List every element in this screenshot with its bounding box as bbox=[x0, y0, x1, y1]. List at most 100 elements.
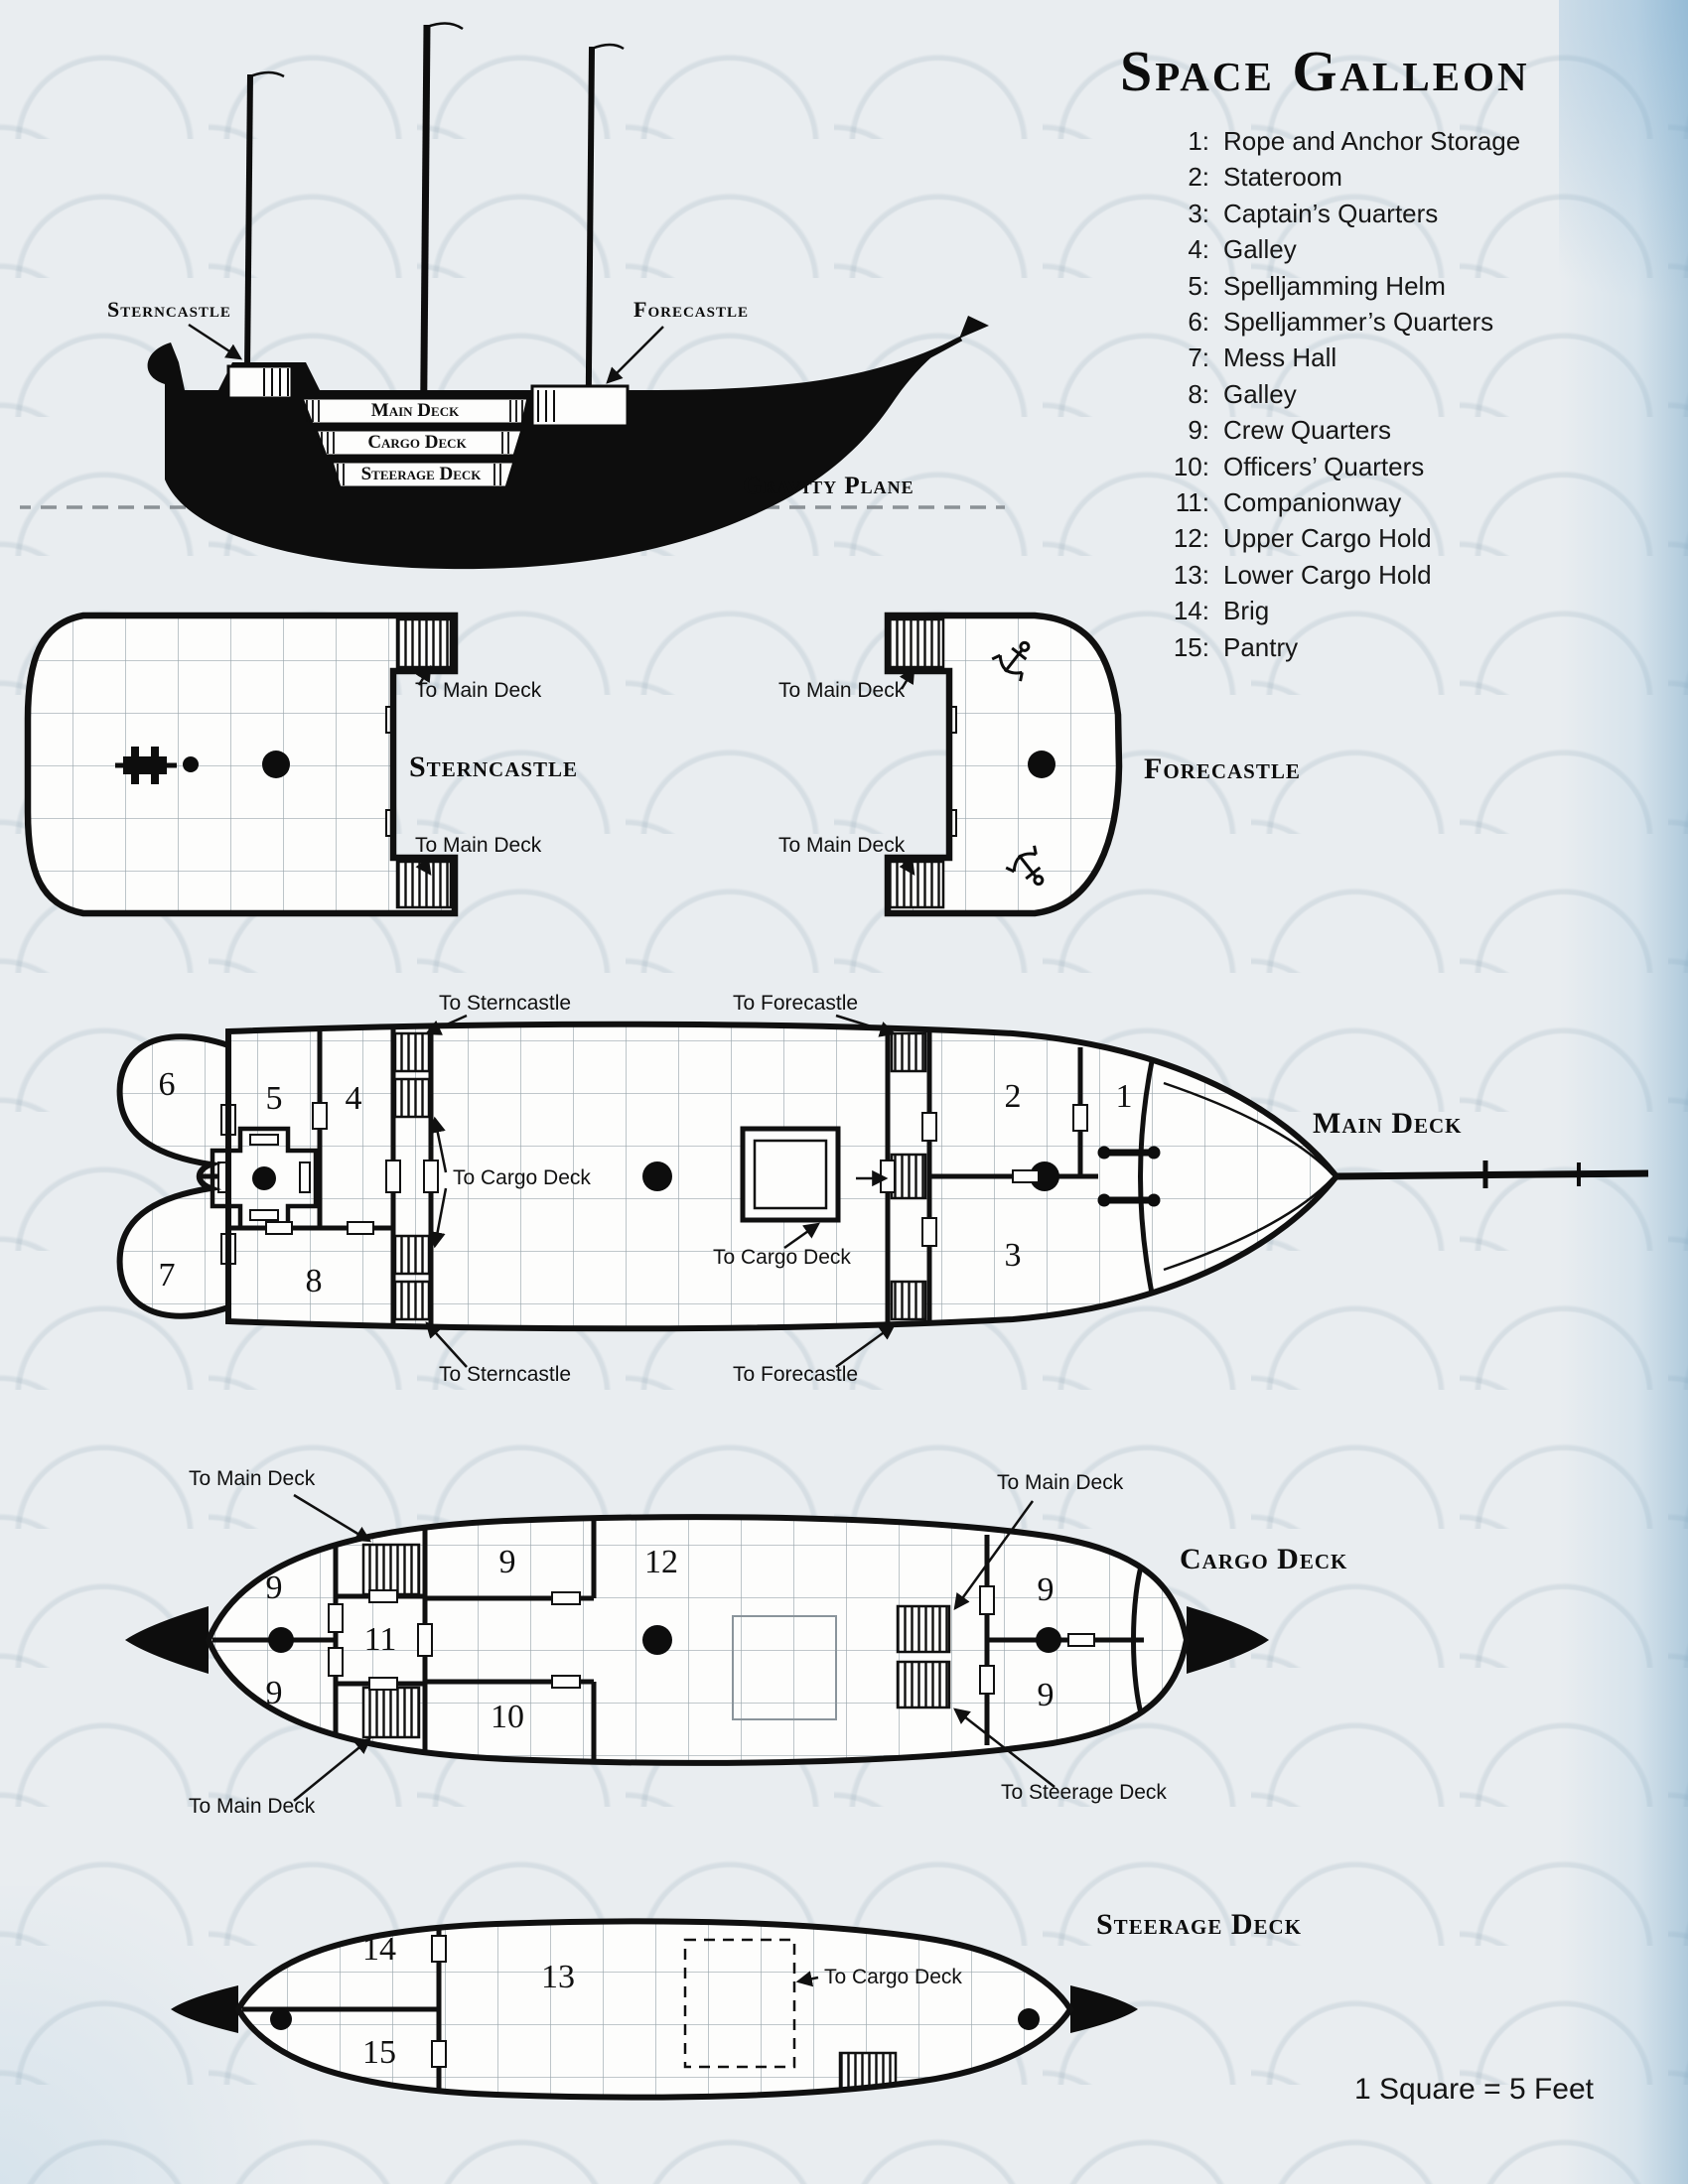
room-15: 15 bbox=[362, 2034, 396, 2071]
sterncastle-cutaway bbox=[226, 364, 294, 400]
legend-item-number: 6: bbox=[1188, 307, 1209, 338]
room-5: 5 bbox=[266, 1080, 283, 1117]
sterncastle-plan-title: Sterncastle bbox=[409, 751, 578, 783]
hatch-outline bbox=[732, 1615, 837, 1720]
legend-item-number: 14: bbox=[1173, 596, 1209, 626]
anchor-icon bbox=[991, 640, 1031, 682]
legend-item-number: 2: bbox=[1188, 162, 1209, 193]
main-deck-plan: 6 5 4 7 8 2 1 3 To Sterncastle To Foreca… bbox=[116, 992, 1649, 1386]
sterncastle-callout: Sterncastle bbox=[107, 297, 231, 322]
mast-positions bbox=[270, 2008, 1040, 2030]
room-numbers: 6 5 4 7 8 2 1 3 bbox=[159, 1066, 1133, 1299]
legend-item-number: 5: bbox=[1188, 270, 1209, 301]
legend-item: 2: Stateroom bbox=[1158, 159, 1520, 195]
stern-tip bbox=[125, 1606, 209, 1674]
legend-item-number: 3: bbox=[1188, 198, 1209, 228]
cargo-to-main-deck-bottom-left: To Main Deck bbox=[189, 1795, 316, 1818]
steerage-deck-plan-title: Steerage Deck bbox=[1096, 1908, 1302, 1941]
room-1: 1 bbox=[1116, 1078, 1133, 1115]
stern-flourish-outline bbox=[116, 1033, 231, 1319]
mast-positions bbox=[642, 1161, 1059, 1191]
bow-tip bbox=[1187, 1606, 1269, 1674]
legend-item-number: 4: bbox=[1188, 234, 1209, 265]
door-openings bbox=[431, 1935, 447, 2068]
legend-item-label: Mess Hall bbox=[1223, 342, 1337, 373]
foremast-position bbox=[1028, 751, 1055, 778]
side-cargo-deck-label: Cargo Deck bbox=[367, 432, 467, 453]
capstan-icon bbox=[115, 747, 177, 784]
cargo-to-main-deck-top-left: To Main Deck bbox=[189, 1467, 316, 1490]
windlass-icon bbox=[1097, 1146, 1161, 1207]
sterncastle-hull-outline bbox=[24, 612, 459, 917]
legend-item-label: Brig bbox=[1223, 596, 1270, 626]
forecastle-callout: Forecastle bbox=[633, 297, 749, 322]
legend-item-number: 12: bbox=[1173, 523, 1209, 554]
stairways bbox=[361, 1543, 951, 1739]
room-2: 2 bbox=[1005, 1078, 1022, 1115]
legend-item-label: Stateroom bbox=[1223, 162, 1342, 193]
room-11: 11 bbox=[364, 1621, 397, 1658]
room-10: 10 bbox=[491, 1699, 524, 1735]
cargo-deck-plan: 9 9 11 9 10 12 9 9 To Main Deck To Main … bbox=[125, 1467, 1346, 1818]
main-to-cargo-deck-center: To Cargo Deck bbox=[713, 1246, 851, 1269]
bow-flag bbox=[959, 316, 989, 339]
main-deck-plan-title: Main Deck bbox=[1313, 1107, 1463, 1140]
legend-item-label: Officers’ Quarters bbox=[1223, 451, 1425, 481]
legend-item-label: Rope and Anchor Storage bbox=[1223, 126, 1521, 156]
legend-item: 10:Officers’ Quarters bbox=[1158, 449, 1520, 484]
legend-item-label: Companionway bbox=[1223, 487, 1402, 518]
sterncastle-to-main-deck-bottom: To Main Deck bbox=[415, 834, 542, 857]
page-title: Space Galleon bbox=[1120, 39, 1530, 103]
legend-item-number: 13: bbox=[1173, 559, 1209, 590]
legend-item: 4: Galley bbox=[1158, 231, 1520, 267]
legend-item-label: Captain’s Quarters bbox=[1223, 198, 1439, 228]
legend-item: 8:Galley bbox=[1158, 376, 1520, 412]
room-9: 9 bbox=[499, 1544, 516, 1580]
legend-item: 6:Spelljammer’s Quarters bbox=[1158, 304, 1520, 340]
legend-item-label: Crew Quarters bbox=[1223, 415, 1392, 446]
legend-item: 11:Companionway bbox=[1158, 484, 1520, 520]
room-numbers: 14 13 15 bbox=[362, 1931, 575, 2071]
stern-tip bbox=[171, 1985, 238, 2033]
room-12: 12 bbox=[644, 1544, 678, 1580]
forecastle-hull-outline bbox=[884, 612, 1123, 917]
sterncastle-to-main-deck-top: To Main Deck bbox=[415, 679, 542, 702]
bowsprit bbox=[1336, 1169, 1649, 1180]
room-7: 7 bbox=[159, 1257, 176, 1294]
bow-tip bbox=[1070, 1985, 1138, 2033]
legend-item-number: 15: bbox=[1173, 631, 1209, 662]
main-to-sterncastle-bottom: To Sterncastle bbox=[439, 1363, 571, 1386]
legend-item-label: Pantry bbox=[1223, 631, 1299, 662]
scale-note: 1 Square = 5 Feet bbox=[1354, 2073, 1594, 2106]
cargo-to-steerage-deck: To Steerage Deck bbox=[1001, 1781, 1167, 1804]
main-to-forecastle-top: To Forecastle bbox=[733, 992, 858, 1015]
room-3: 3 bbox=[1005, 1237, 1022, 1274]
bow-framing bbox=[1163, 1081, 1334, 1272]
legend-item-label: Galley bbox=[1223, 234, 1297, 265]
spelljamming-helm-icon bbox=[217, 1134, 311, 1221]
side-view-callouts: Sterncastle Forecastle Gravity Plane bbox=[107, 297, 914, 499]
cargo-opening-dashed bbox=[683, 1938, 796, 2069]
legend-item: 1:Rope and Anchor Storage bbox=[1158, 123, 1520, 159]
legend-item-label: Upper Cargo Hold bbox=[1223, 523, 1432, 554]
legend-item: 15: Pantry bbox=[1158, 629, 1520, 665]
steerage-deck-interior: 14 13 15 bbox=[238, 1921, 1070, 2098]
mizzenmast-position bbox=[262, 751, 290, 778]
gravity-plane-label: Gravity Plane bbox=[743, 473, 914, 499]
legend-item: 14: Brig bbox=[1158, 593, 1520, 628]
room-9: 9 bbox=[1038, 1571, 1055, 1608]
legend: 1:Rope and Anchor Storage 2: Stateroom 3:… bbox=[1158, 123, 1520, 665]
steerage-to-cargo-deck: To Cargo Deck bbox=[824, 1966, 962, 1988]
forecastle-deck-plan: To Main Deck To Main Deck Forecastle bbox=[778, 612, 1300, 917]
sterncastle-deck-plan: To Main Deck To Main Deck Sterncastle bbox=[24, 612, 578, 917]
main-to-forecastle-bottom: To Forecastle bbox=[733, 1363, 858, 1386]
cargo-to-main-deck-top-right: To Main Deck bbox=[997, 1471, 1124, 1494]
cargo-hatch bbox=[740, 1126, 841, 1223]
steerage-deck-hull-outline bbox=[234, 1918, 1074, 2101]
legend-item-number: 9: bbox=[1188, 415, 1209, 446]
room-9: 9 bbox=[266, 1675, 283, 1711]
forecastle-cutaway bbox=[530, 384, 630, 428]
legend-item-label: Galley bbox=[1223, 378, 1297, 409]
side-main-deck-label: Main Deck bbox=[371, 400, 460, 421]
